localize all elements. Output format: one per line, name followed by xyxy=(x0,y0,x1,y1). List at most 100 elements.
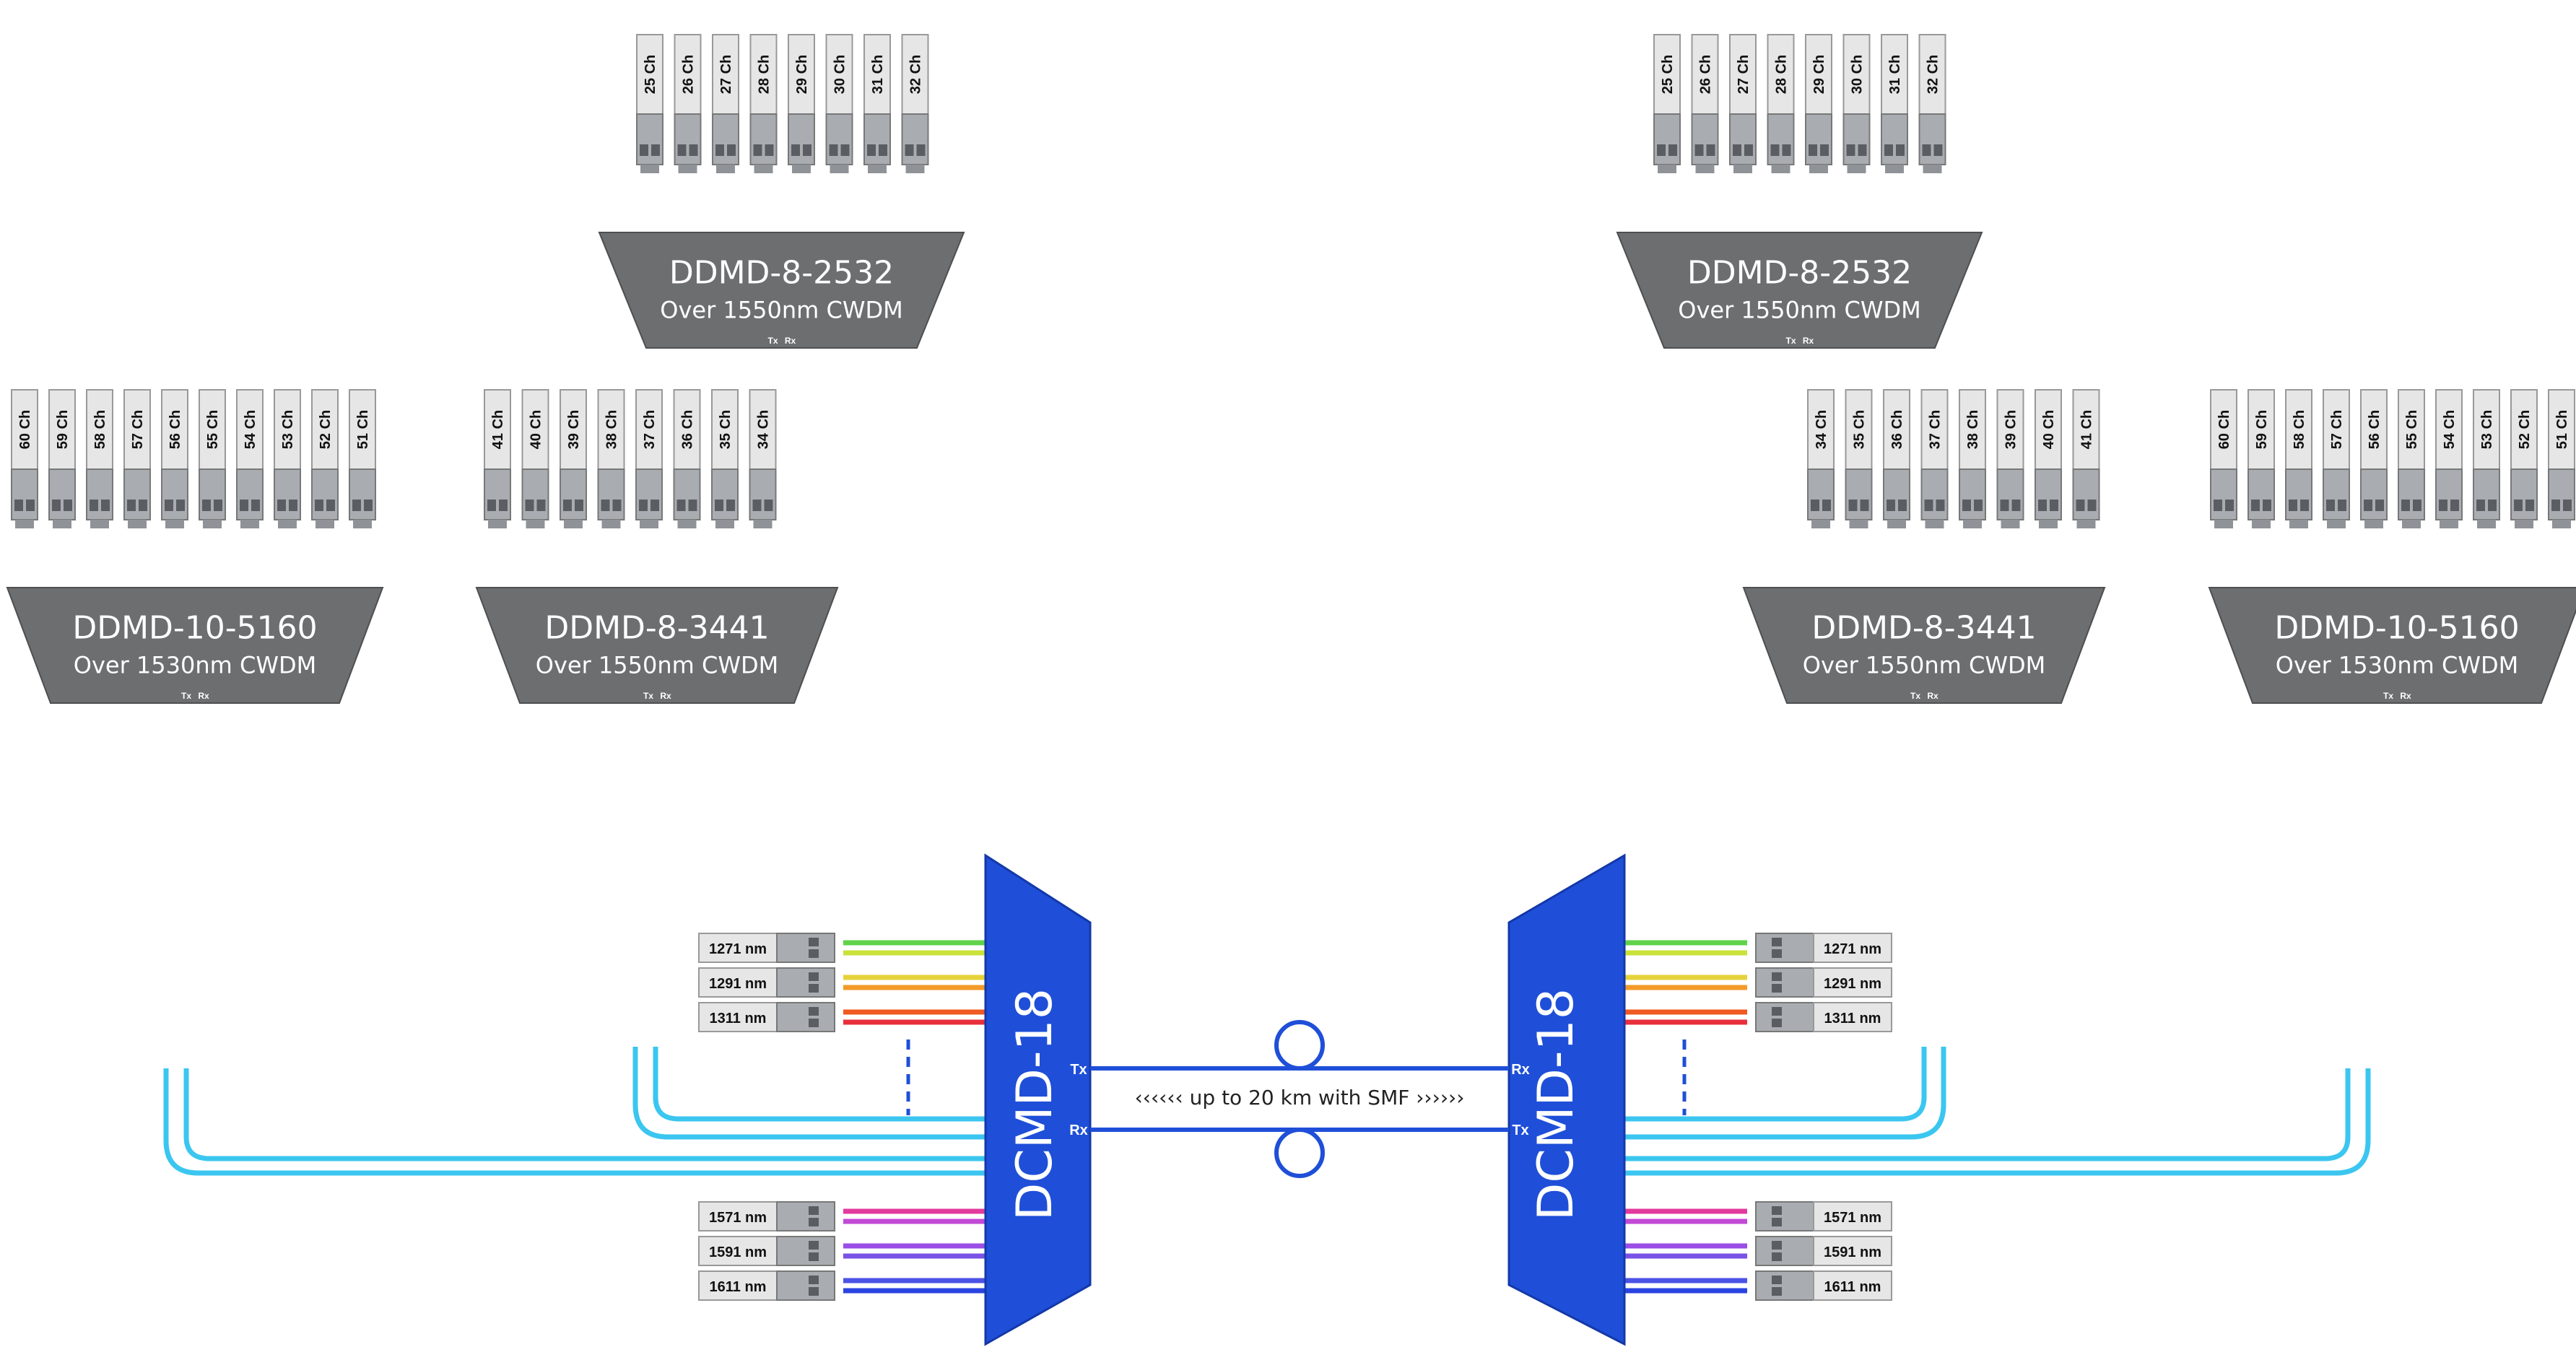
r5160-sfp-2-port-b xyxy=(2300,500,2309,511)
r5160-sfp-3-channel-label: 57 Ch xyxy=(2329,410,2345,449)
r5160-sfp-9-port-a xyxy=(2551,500,2560,511)
l3441-sfp-5: 36 Ch xyxy=(673,389,701,528)
r3441-sfp-3-port-a xyxy=(1924,500,1933,511)
mux-ul2532-body xyxy=(598,232,965,349)
fiber-spool-bottom xyxy=(1274,1128,1325,1178)
mux-l3441-tx-label: Tx xyxy=(643,691,653,701)
r3441-sfp-7-channel-label: 41 Ch xyxy=(2079,410,2095,449)
r5160-sfp-0-port-a xyxy=(2214,500,2222,511)
ur2532-sfp-6-latch xyxy=(1885,165,1904,173)
r3441-sfp-0-label-box xyxy=(1807,389,1835,470)
r-lo-sfp-2-wavelength: 1611 nm xyxy=(1824,1279,1881,1295)
r-up-sfp-1-port-b xyxy=(1772,984,1782,993)
ur2532-sfp-2-port-b xyxy=(1744,144,1753,156)
ul2532-sfp-4: 29 Ch xyxy=(788,34,815,173)
l5160-sfp-6-body xyxy=(236,468,264,520)
l5160-sfp-6-channel-label: 54 Ch xyxy=(243,410,258,449)
l5160-sfp-5-label-box xyxy=(199,389,226,470)
r5160-sfp-1: 59 Ch xyxy=(2248,389,2275,528)
r5160-sfp-2-label-box xyxy=(2285,389,2312,470)
r3441-sfp-1-port-a xyxy=(1848,500,1858,511)
r5160-sfp-6-port-b xyxy=(2450,500,2459,511)
l-up-sfp-1-label-box xyxy=(698,967,778,998)
r-lo-sfp-1-port-a xyxy=(1772,1241,1782,1250)
l-lo-sfp-2-wavelength: 1611 nm xyxy=(710,1279,767,1295)
ul2532-sfp-7-latch xyxy=(905,165,925,173)
l3441-sfp-1-channel-label: 40 Ch xyxy=(528,410,544,449)
link-distance-label: ‹‹‹‹‹‹ up to 20 km with SMF ›››››› xyxy=(1135,1086,1465,1110)
l3441-sfp-5-body xyxy=(673,468,701,520)
l3441-sfp-2: 39 Ch xyxy=(560,389,587,528)
ur2532-sfp-3-port-b xyxy=(1782,144,1791,156)
r-up-sfp-2-wavelength: 1311 nm xyxy=(1824,1011,1881,1026)
r3441-sfp-0: 34 Ch xyxy=(1807,389,1835,528)
r3441-sfp-3-body xyxy=(1920,468,1949,520)
ur2532-sfp-1-port-b xyxy=(1706,144,1715,156)
r5160-sfp-5: 55 Ch xyxy=(2398,389,2425,528)
l5160-sfp-1-port-b xyxy=(64,500,72,511)
ul2532-sfp-2-port-b xyxy=(727,144,736,156)
l5160-sfp-6-port-b xyxy=(251,500,260,511)
r-up-sfp-0-label-box xyxy=(1813,933,1892,963)
cyan-r5160-a xyxy=(1624,1068,2351,1161)
mux-l5160-tx-label: Tx xyxy=(181,691,191,701)
l3441-sfp-2-latch xyxy=(564,520,583,528)
ul2532-sfp-2-port-a xyxy=(715,144,724,156)
l5160-sfp-8-port-b xyxy=(326,500,335,511)
dcmd-right-body xyxy=(1507,853,1626,1346)
r5160-sfp-8-port-b xyxy=(2525,500,2534,511)
l5160-sfp-7-latch xyxy=(278,520,297,528)
l-up-sfp-1-port-a xyxy=(809,972,819,981)
cyan-l3441-a xyxy=(632,1047,985,1140)
mux-l5160-rx-label: Rx xyxy=(198,691,209,701)
r5160-sfp-2: 58 Ch xyxy=(2285,389,2312,528)
ur2532-sfp-4-label-box xyxy=(1805,34,1832,115)
r5160-sfp-5-port-b xyxy=(2413,500,2421,511)
r3441-sfp-6-port-b xyxy=(2050,500,2058,511)
ur2532-sfp-0-port-b xyxy=(1668,144,1677,156)
l5160-sfp-2-label-box xyxy=(86,389,113,470)
ur2532-sfp-2-port-a xyxy=(1733,144,1741,156)
l3441-sfp-7-body xyxy=(749,468,777,520)
ul2532-sfp-4-body xyxy=(788,113,815,165)
l3441-sfp-7-port-b xyxy=(764,500,773,511)
r3441-sfp-5-body xyxy=(1996,468,2024,520)
r3441-sfp-4-port-a xyxy=(1962,500,1971,511)
l-up-sfp-0-port-b xyxy=(809,949,819,958)
r5160-sfp-7-latch xyxy=(2477,520,2496,528)
r-lo-sfp-1-label-box xyxy=(1813,1236,1892,1266)
mux-l3441-title: DDMD-8-3441 xyxy=(544,609,769,646)
ur2532-sfp-4-port-a xyxy=(1809,144,1817,156)
ur2532-sfp-5-port-b xyxy=(1858,144,1867,156)
ul2532-sfp-6-channel-label: 31 Ch xyxy=(870,55,886,94)
l-up-sfp-2-wavelength: 1311 nm xyxy=(710,1011,767,1026)
mux-ul2532-rx-label: Rx xyxy=(785,336,796,346)
fibers-layer xyxy=(17,172,2570,1294)
ul2532-sfp-1: 26 Ch xyxy=(674,34,702,173)
r5160-sfp-3: 57 Ch xyxy=(2323,389,2350,528)
r3441-sfp-1: 35 Ch xyxy=(1845,389,1873,528)
r3441-sfp-4-label-box xyxy=(1959,389,1986,470)
r5160-sfp-3-port-b xyxy=(2338,500,2346,511)
ur2532-sfp-1-label-box xyxy=(1691,34,1719,115)
l3441-sfp-4: 37 Ch xyxy=(635,389,663,528)
l-up-sfp-1-body xyxy=(776,967,835,998)
l5160-sfp-4-channel-label: 56 Ch xyxy=(167,410,183,449)
ur2532-sfp-2-latch xyxy=(1733,165,1752,173)
l5160-sfp-2: 58 Ch xyxy=(86,389,113,528)
l5160-sfp-4: 56 Ch xyxy=(161,389,188,528)
r3441-sfp-4-channel-label: 38 Ch xyxy=(1965,410,1981,449)
r3441-sfp-6: 40 Ch xyxy=(2035,389,2062,528)
mux-l5160-subtitle: Over 1530nm CWDM xyxy=(74,651,316,679)
mux-ul2532-title: DDMD-8-2532 xyxy=(669,254,894,291)
ur2532-sfp-4-channel-label: 29 Ch xyxy=(1811,55,1827,94)
r5160-sfp-6-port-a xyxy=(2439,500,2447,511)
ur2532-sfp-1-channel-label: 26 Ch xyxy=(1698,55,1714,94)
l-up-sfp-2-port-b xyxy=(809,1019,819,1027)
l5160-sfp-2-latch xyxy=(90,520,109,528)
r3441-sfp-6-body xyxy=(2035,468,2062,520)
r-lo-sfp-1-body xyxy=(1755,1236,1814,1266)
l5160-sfp-8-latch xyxy=(316,520,334,528)
ur2532-sfp-1: 26 Ch xyxy=(1691,34,1719,173)
